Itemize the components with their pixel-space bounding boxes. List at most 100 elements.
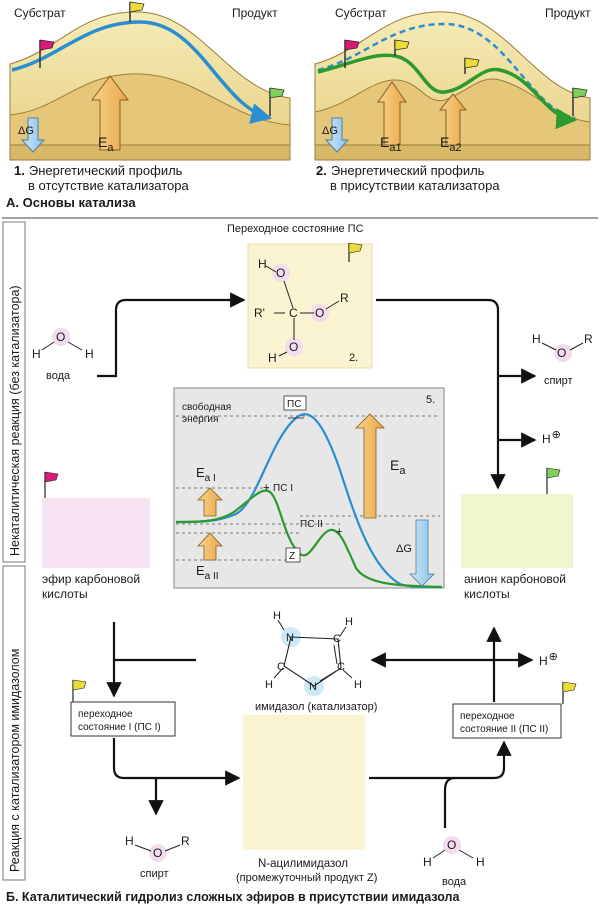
svg-text:C: C xyxy=(289,306,298,320)
plot-number: 5. xyxy=(426,394,435,406)
anion-label-line1: анион карбоновой xyxy=(464,572,566,586)
svg-text:C: C xyxy=(337,661,345,673)
plot-ea-label: Ea xyxy=(390,457,406,477)
side-label-uncatalyzed: Некаталитическая реакция (без катализато… xyxy=(8,285,22,556)
svg-text:R: R xyxy=(340,291,349,305)
svg-text:O: O xyxy=(557,346,566,360)
transition-state-box xyxy=(247,243,373,369)
landscape1-dg-label: ΔG xyxy=(18,125,34,137)
caption1-line2: в отсутствие катализатора xyxy=(28,178,190,193)
ester-box xyxy=(42,498,150,568)
ts1-flag xyxy=(394,39,410,56)
z-marker-box xyxy=(285,547,301,563)
svg-text:O: O xyxy=(447,838,456,852)
plot-ts1-label: ПС I xyxy=(273,483,293,494)
svg-text:H: H xyxy=(532,332,541,346)
landscape2-product-label: Продукт xyxy=(545,6,591,20)
svg-text:H: H xyxy=(265,679,273,691)
svg-text:C: C xyxy=(333,633,341,645)
panel-b: Некаталитическая реакция (без катализато… xyxy=(2,221,593,904)
svg-text:O: O xyxy=(56,330,65,344)
svg-text:R: R xyxy=(584,332,593,346)
svg-text:O: O xyxy=(276,266,285,280)
side-label-catalyzed: Реакция с катализатором имидазолом xyxy=(8,649,22,872)
panel-b-title: Б. Каталитический гидролиз сложных эфиро… xyxy=(6,890,460,904)
water-molecule-bottom: O H H вода xyxy=(423,836,485,888)
landscape1-ea-label: Ea xyxy=(98,134,114,154)
svg-text:+: + xyxy=(336,526,342,538)
ts2-flag xyxy=(464,57,480,74)
landscape1-product-label: Продукт xyxy=(232,6,278,20)
catalyzed-path xyxy=(317,53,578,130)
ts1-label-line2: состояние I (ПС I) xyxy=(78,722,161,733)
caption2-line1: 2.Энергетический профиль xyxy=(316,163,485,178)
alcohol-molecule-bottom: O H R спирт xyxy=(125,834,190,880)
svg-text:H: H xyxy=(345,616,353,628)
product-flag-2 xyxy=(572,87,588,116)
ts-molecule: H O R' C O R O H xyxy=(254,257,349,365)
svg-text:N: N xyxy=(286,632,294,644)
substrate-flag xyxy=(39,39,55,68)
alcohol-bottom-label: спирт xyxy=(140,868,169,880)
side-label-frame-top xyxy=(2,221,26,563)
svg-text:O: O xyxy=(289,340,298,354)
plot-z-label: Z xyxy=(289,551,295,562)
imidazole-molecule: H N H C H C N C H xyxy=(265,610,362,696)
substrate-flag-2 xyxy=(344,39,360,68)
activation-energy-arrow xyxy=(91,75,129,151)
plot-ts2-label: ПС II xyxy=(300,519,323,530)
delta-g-arrow xyxy=(20,117,46,153)
anion-flag xyxy=(546,467,561,494)
plot-axis-label-line2: энергия xyxy=(182,414,218,425)
ts2-label-line1: переходное xyxy=(460,711,515,722)
ts2-label-line2: состояние II (ПС II) xyxy=(460,724,548,735)
anion-label-line2: кислоты xyxy=(464,587,510,601)
imidazole-label: имидазол (катализатор) xyxy=(255,701,377,713)
ts-flag xyxy=(348,242,363,262)
svg-text:O: O xyxy=(315,306,324,320)
transition-state-flag xyxy=(129,1,145,22)
alcohol-molecule-right: O H R спирт xyxy=(532,332,593,387)
ts-number: 2. xyxy=(349,352,358,364)
landscape2-dg-label: ΔG xyxy=(322,125,338,137)
svg-text:H: H xyxy=(268,351,277,365)
svg-text:H: H xyxy=(258,257,267,271)
svg-text:R: R xyxy=(181,834,190,848)
plot-ea-arrow xyxy=(355,413,385,519)
ts1-label-line1: переходное xyxy=(78,709,133,720)
alcohol-right-label: спирт xyxy=(544,375,573,387)
acylimidazole-label-line1: N-ацилимидазол xyxy=(258,858,348,870)
landscape1-substrate-label: Субстрат xyxy=(14,6,66,20)
energy-plot: ПС + ПС I ПС II + Z свободная энергия 5.… xyxy=(173,387,445,589)
landscape2-ea1-label: Ea1 xyxy=(380,134,402,154)
activation-energy-2-arrow xyxy=(438,93,468,146)
svg-text:H: H xyxy=(85,347,94,361)
ester-flag xyxy=(44,471,59,498)
uncatalyzed-path xyxy=(11,20,273,124)
plot-ea1-label: Ea I xyxy=(196,465,216,484)
activation-energy-1-arrow xyxy=(377,81,407,146)
panel-a: Субстрат Продукт ΔG Ea xyxy=(6,1,591,210)
plot-ea2-label: Ea II xyxy=(196,563,219,582)
svg-text:N: N xyxy=(309,681,317,693)
svg-text:H: H xyxy=(273,610,281,622)
plot-axis-label-line1: свободная xyxy=(182,401,231,413)
plot-ts-label: ПС xyxy=(287,399,301,410)
ts1-box: переходное состояние I (ПС I) xyxy=(70,679,176,737)
acylimidazole-label-line2: (промежуточный продукт Z) xyxy=(236,872,377,884)
plot-dg-label: ΔG xyxy=(396,543,412,555)
svg-text:H: H xyxy=(423,855,432,869)
ts-marker-box xyxy=(283,395,307,411)
acylimidazole-box xyxy=(243,715,365,850)
anion-box xyxy=(461,494,573,568)
svg-text:H: H xyxy=(32,347,41,361)
svg-text:H: H xyxy=(125,834,134,848)
uncatalyzed-dashed-path xyxy=(317,22,576,120)
svg-text:C: C xyxy=(277,661,285,673)
energy-landscape-catalyzed: Субстрат Продукт ΔG Ea1 Ea2 xyxy=(314,6,591,161)
water-top-label: вода xyxy=(46,370,71,382)
svg-text:H: H xyxy=(354,679,362,691)
panel-a-title: А. Основы катализа xyxy=(6,195,136,210)
plot-ea2-arrow xyxy=(197,532,223,561)
